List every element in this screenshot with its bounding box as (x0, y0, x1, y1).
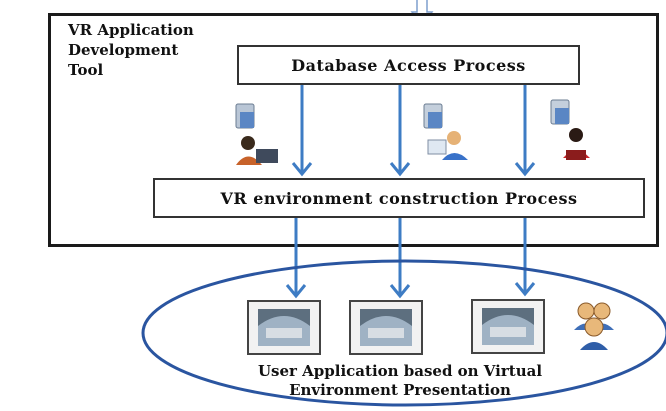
arrowhead-db-to-vr-2 (389, 162, 411, 177)
computer-user-icon (235, 103, 278, 165)
arrowhead-db-to-vr-3 (514, 162, 536, 177)
user-application-ellipse (141, 259, 666, 407)
database-access-process-label: Database Access Process (291, 55, 526, 75)
user-application-label: User Application based on Virtual Enviro… (257, 362, 543, 399)
vr-screen-icon (471, 299, 545, 354)
arrowhead-db-to-vr-1 (291, 162, 313, 177)
vr-screen-icon (247, 300, 321, 355)
desktop-user-icon (550, 99, 590, 160)
laptop-user-icon (423, 103, 468, 160)
arrowhead-vr-to-app-1 (285, 284, 307, 299)
tool-title: VR Application Development Tool (68, 21, 194, 79)
user-group-icon (574, 302, 614, 350)
vr-construction-process-label: VR environment construction Process (220, 188, 578, 208)
vr-screen-icon (349, 300, 423, 355)
arrowhead-vr-to-app-2 (389, 284, 411, 299)
database-access-process-box: Database Access Process (237, 45, 580, 85)
arrowhead-vr-to-app-3 (514, 282, 536, 297)
vr-construction-process-box: VR environment construction Process (153, 178, 645, 218)
